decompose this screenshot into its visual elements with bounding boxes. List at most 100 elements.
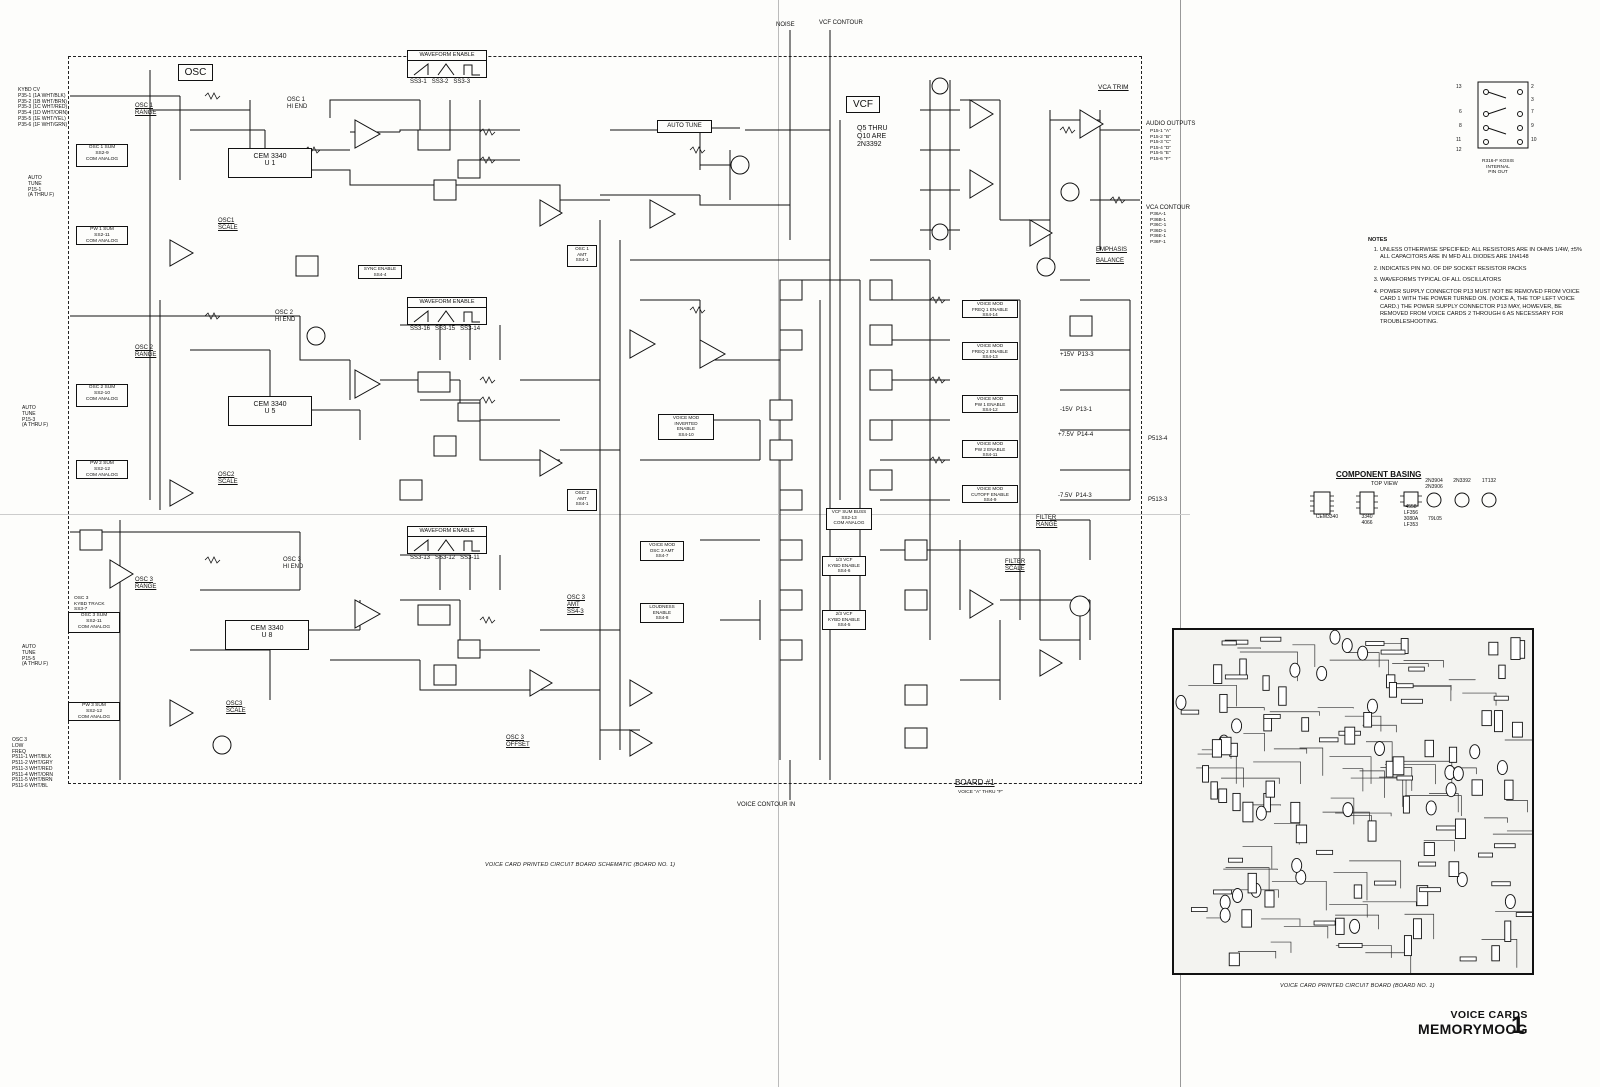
vca-contour-label: VCA CONTOUR	[1146, 205, 1190, 211]
pcb-component	[1342, 768, 1364, 792]
relay-pinout-caption: R316-F KOSIS INTERNAL PIN OUT	[1482, 159, 1514, 176]
pcb-component	[1213, 664, 1223, 684]
pcb-component	[1419, 887, 1441, 893]
pcb-component	[1329, 756, 1372, 784]
pcb-component	[1493, 695, 1509, 701]
pcb-component	[1228, 952, 1240, 967]
pcb-caption: VOICE CARD PRINTED CIRCUIT BOARD (BOARD …	[1280, 983, 1435, 989]
pin-label: SS3-13	[410, 555, 431, 561]
osc3-sum-box: OSC 3 SUM SS2-11 COM ANALOG	[68, 612, 120, 633]
pcb-component	[1299, 747, 1324, 776]
pcb-component	[1494, 843, 1516, 849]
paper-fold-horizontal	[0, 514, 1190, 515]
kybd-cv-input: KYBD CV P35-1 (1A WHT/BLK) P35-2 (1B WHT…	[18, 87, 68, 128]
osc3-offset: OSC 3 OFFSET	[506, 735, 530, 748]
pcb-component	[1504, 779, 1514, 800]
board-label: BOARD #1	[955, 778, 995, 787]
pcb-component	[1221, 640, 1237, 646]
power-pin-p13-1: -15V P13-1	[1060, 407, 1093, 413]
pcb-component	[1506, 830, 1541, 842]
paper-fold-vertical-right	[1180, 0, 1181, 1087]
pcb-component	[1424, 739, 1434, 758]
audio-output-pins: P15-1 "A" P15-2 "B" P15-3 "C" P15-4 "D" …	[1150, 129, 1172, 162]
pcb-component	[1452, 766, 1464, 782]
relay-pin-6: 6	[1459, 109, 1462, 115]
pcb-component	[1402, 795, 1410, 814]
pin-label: SS3-16	[410, 326, 431, 332]
pcb-component	[1248, 804, 1281, 806]
title-voice-cards: VOICE CARDS	[1450, 1009, 1528, 1021]
pcb-component	[1202, 765, 1209, 783]
waveform-enable-title: WAVEFORM ENABLE	[408, 527, 486, 537]
pcb-component	[1459, 956, 1477, 962]
loudness-enable: LOUDNESS ENABLE SS4-8	[640, 603, 684, 623]
filter-range-label: FILTER RANGE	[1036, 515, 1058, 528]
pcb-component	[1180, 709, 1200, 715]
pcb-component	[1416, 885, 1429, 907]
pcb-layout-image	[1172, 628, 1546, 978]
pcb-component	[1255, 805, 1267, 821]
pcb-component	[1262, 675, 1270, 691]
pcb-component	[1260, 636, 1282, 642]
pcb-component	[1448, 861, 1460, 877]
pcb-component	[1313, 920, 1336, 926]
pcb-component	[1362, 901, 1417, 907]
basing-4558: 4558 LF356 3080A LF353	[1403, 504, 1419, 528]
pcb-component	[1379, 776, 1404, 807]
pcb-component	[1333, 872, 1368, 901]
pcb-component	[1261, 918, 1301, 927]
cem3340-u5: CEM 3340 U 5	[228, 396, 312, 426]
pcb-component	[1350, 777, 1407, 800]
relay-pin-3: 3	[1531, 97, 1534, 103]
relay-pin-9: 9	[1531, 123, 1534, 129]
board-sublabel: VOICE "A" THRU "F"	[958, 790, 1004, 795]
mod-osc3-amt: VOICE MOD OSC 3 AMT SS4-7	[640, 541, 684, 561]
waveform-enable-title: WAVEFORM ENABLE	[408, 298, 486, 308]
waveform-enable-title: WAVEFORM ENABLE	[408, 51, 486, 61]
waveform-enable-osc1: WAVEFORM ENABLE	[407, 50, 487, 78]
pcb-component	[1515, 912, 1537, 917]
pcb-component	[1423, 842, 1435, 856]
pcb-component	[1329, 659, 1389, 677]
relay-pin-7: 7	[1531, 109, 1534, 115]
pcb-component	[1342, 802, 1354, 818]
pcb-component	[1396, 775, 1413, 781]
osc-block-label: OSC	[178, 64, 213, 81]
waveform-enable-osc3: WAVEFORM ENABLE	[407, 526, 487, 554]
pcb-component	[1404, 684, 1452, 691]
pcb-component	[1247, 872, 1257, 894]
pcb-component	[1335, 812, 1392, 817]
osc3-low-freq-input: OSC 3 LOW FREQ P511-1 WHT/BLK P511-2 WHT…	[12, 737, 54, 789]
pcb-component	[1196, 767, 1244, 788]
waveform-enable-osc2: WAVEFORM ENABLE	[407, 297, 487, 325]
pcb-component	[1403, 935, 1412, 957]
relay-pin-11: 11	[1456, 137, 1462, 143]
pcb-component	[1418, 861, 1437, 867]
relay-pin-8: 8	[1459, 123, 1462, 129]
pcb-component	[1456, 872, 1468, 888]
basing-2n3904: 2N3904 2N3906	[1425, 478, 1443, 490]
auto-tune-input-1: AUTO TUNE P15-1 (A THRU F)	[28, 175, 55, 199]
relay-pin-13: 13	[1456, 84, 1462, 90]
pin-label: SS3-15	[435, 326, 456, 332]
voice-contour-in-label: VOICE CONTOUR IN	[737, 802, 796, 808]
pcb-component	[1232, 792, 1241, 812]
pcb-component	[1445, 782, 1457, 798]
pcb-component	[1242, 846, 1273, 869]
pcb-component	[1269, 711, 1320, 716]
pcb-component	[1231, 718, 1243, 734]
pcb-component	[1429, 793, 1459, 813]
pcb-component	[1498, 664, 1506, 680]
pcb-component	[1403, 660, 1444, 668]
pin-label: SS3-3	[453, 79, 471, 85]
title-memorymoog: MEMORYMOOG	[1418, 1021, 1528, 1037]
waveform-icons	[413, 62, 480, 76]
pcb-component	[1363, 712, 1373, 728]
pcb-component	[1504, 920, 1512, 942]
osc3-scale: OSC3 SCALE	[226, 701, 246, 714]
waveform-icons	[413, 538, 480, 552]
pcb-component	[1385, 760, 1394, 778]
pcb-component	[1273, 748, 1308, 754]
pcb-component	[1289, 662, 1301, 678]
osc1-hi-end: OSC 1 HI END	[287, 97, 308, 110]
